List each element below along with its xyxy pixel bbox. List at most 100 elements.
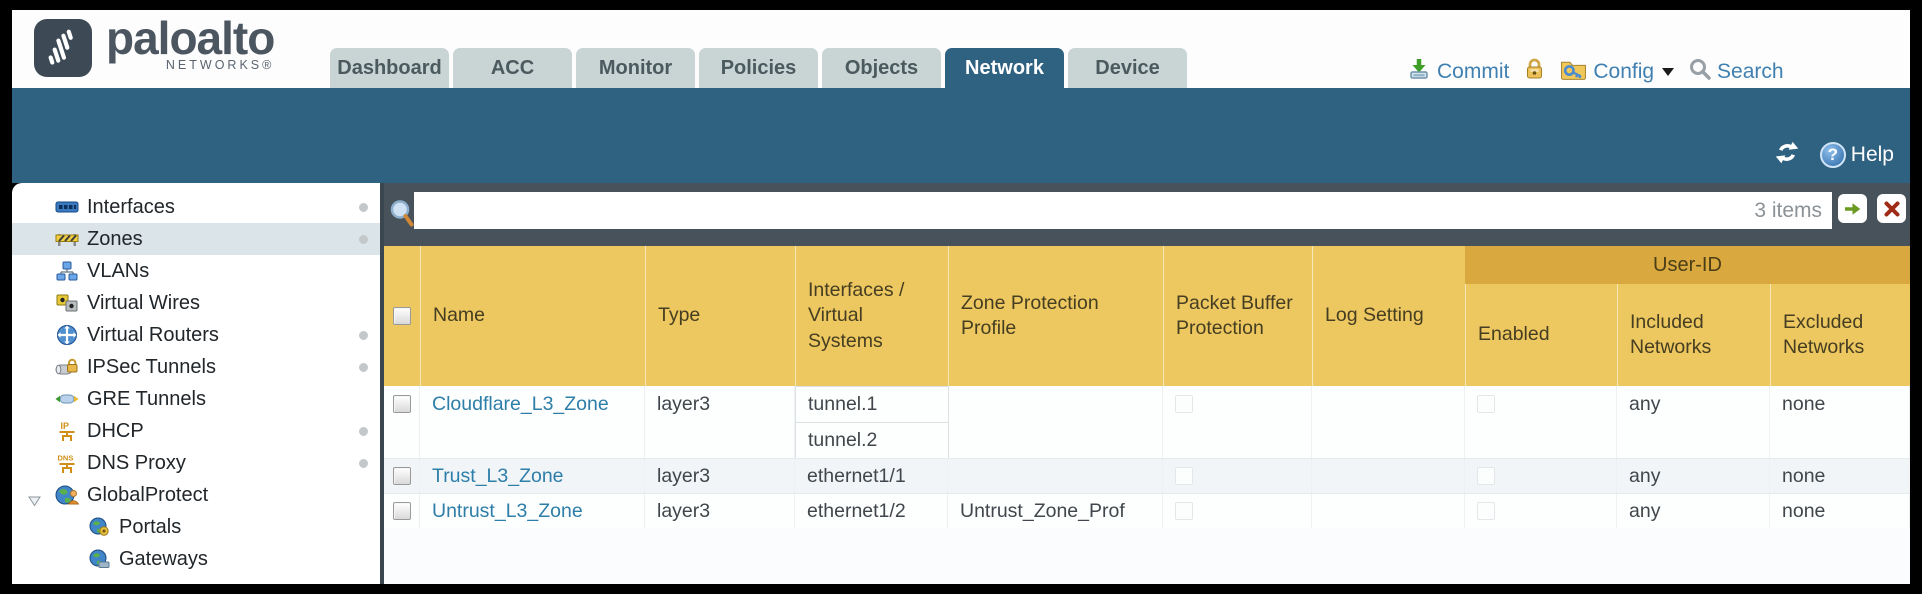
lock-icon[interactable]	[1524, 57, 1545, 87]
user-id-enabled-cell	[1465, 459, 1617, 493]
sidebar-item-vlans[interactable]: VLANs	[12, 255, 380, 287]
clear-filter-button[interactable]	[1877, 194, 1906, 223]
sidebar-item-label: Virtual Routers	[87, 323, 219, 346]
sidebar-item-label: Gateways	[119, 547, 208, 570]
table-row[interactable]: Cloudflare_L3_Zone layer3 tunnel.1 tunne…	[384, 386, 1910, 459]
commit-icon	[1407, 57, 1431, 87]
column-header-packet-buffer-protection[interactable]: Packet Buffer Protection	[1163, 246, 1312, 386]
excluded-networks-cell: none	[1770, 494, 1910, 528]
excluded-networks-cell: none	[1770, 459, 1910, 493]
sidebar-item-dhcp[interactable]: IP DHCP	[12, 415, 380, 447]
tab-device[interactable]: Device	[1068, 48, 1187, 88]
help-label: Help	[1850, 143, 1894, 166]
sidebar-item-label: GlobalProtect	[87, 483, 209, 506]
refresh-icon[interactable]	[1772, 139, 1802, 171]
tab-network[interactable]: Network	[945, 48, 1064, 88]
paloalto-logo-icon	[34, 19, 92, 77]
sidebar-item-label: Interfaces	[87, 195, 175, 218]
zone-protection-profile-cell	[948, 386, 1163, 458]
user-id-enabled-checkbox[interactable]	[1477, 395, 1495, 413]
tab-dashboard[interactable]: Dashboard	[330, 48, 449, 88]
packet-buffer-protection-cell	[1163, 494, 1312, 528]
brand-subtitle: NETWORKS®	[165, 58, 275, 73]
gateways-icon	[86, 549, 112, 569]
brand-name: paloalto	[106, 12, 275, 64]
column-header-included-networks[interactable]: Included Networks	[1617, 284, 1770, 386]
user-id-enabled-checkbox[interactable]	[1477, 502, 1495, 520]
packet-buffer-checkbox[interactable]	[1175, 395, 1193, 413]
sidebar-item-label: Portals	[119, 515, 182, 538]
zone-name-link[interactable]: Trust_L3_Zone	[432, 464, 564, 487]
table-row[interactable]: Untrust_L3_Zone layer3 ethernet1/2 Untru…	[384, 493, 1910, 528]
interfaces-icon	[54, 197, 80, 217]
globalprotect-icon	[54, 484, 80, 506]
log-setting-cell	[1312, 494, 1465, 528]
main-nav-tabs: Dashboard ACC Monitor Policies Objects N…	[330, 48, 1187, 88]
included-networks-cell: any	[1617, 494, 1770, 528]
interface-cell: tunnel.1	[795, 386, 949, 423]
tab-objects[interactable]: Objects	[822, 48, 941, 88]
packet-buffer-checkbox[interactable]	[1175, 467, 1193, 485]
help-button[interactable]: ? Help	[1819, 142, 1894, 168]
virtual-routers-icon	[54, 324, 80, 346]
portals-icon	[86, 517, 112, 537]
tab-monitor[interactable]: Monitor	[576, 48, 695, 88]
filter-input[interactable]	[414, 192, 1832, 229]
interface-cell: ethernet1/2	[795, 494, 948, 528]
dns-proxy-icon: DNS	[54, 452, 80, 474]
zones-content: 3 items User-ID Name Type Interfaces / V…	[384, 183, 1910, 584]
svg-text:DNS: DNS	[58, 454, 74, 463]
sidebar-item-virtual-routers[interactable]: Virtual Routers	[12, 319, 380, 351]
sidebar-item-globalprotect[interactable]: GlobalProtect	[12, 479, 380, 511]
zone-protection-profile-cell: Untrust_Zone_Prof	[948, 494, 1163, 528]
row-checkbox[interactable]	[392, 467, 411, 485]
sidebar-item-virtual-wires[interactable]: Virtual Wires	[12, 287, 380, 319]
zone-protection-profile-cell	[948, 459, 1163, 493]
header-utilities: Commit Config	[1407, 54, 1784, 90]
column-header-log-setting[interactable]: Log Setting	[1312, 246, 1465, 386]
zone-name-link[interactable]: Cloudflare_L3_Zone	[432, 393, 609, 415]
dhcp-icon: IP	[54, 420, 80, 442]
apply-filter-button[interactable]	[1838, 194, 1867, 223]
column-header-name[interactable]: Name	[420, 246, 645, 386]
search-label: Search	[1717, 60, 1784, 83]
zone-name-cell: Untrust_L3_Zone	[420, 494, 645, 528]
select-all-checkbox[interactable]	[393, 307, 411, 325]
log-setting-cell	[1312, 386, 1465, 458]
column-header-enabled[interactable]: Enabled	[1465, 284, 1617, 386]
tab-acc[interactable]: ACC	[453, 48, 572, 88]
global-search-button[interactable]: Search	[1689, 58, 1784, 86]
table-body: Cloudflare_L3_Zone layer3 tunnel.1 tunne…	[384, 386, 1910, 584]
column-header-zone-protection-profile[interactable]: Zone Protection Profile	[948, 246, 1163, 386]
sidebar-item-gre-tunnels[interactable]: GRE Tunnels	[12, 383, 380, 415]
zones-icon	[54, 229, 80, 249]
sub-header-band: ? Help	[12, 88, 1910, 183]
row-checkbox[interactable]	[392, 395, 411, 413]
commit-button[interactable]: Commit	[1407, 57, 1509, 87]
tab-policies[interactable]: Policies	[699, 48, 818, 88]
log-setting-cell	[1312, 459, 1465, 493]
column-header-type[interactable]: Type	[645, 246, 795, 386]
user-id-enabled-checkbox[interactable]	[1477, 467, 1495, 485]
expander-icon[interactable]	[28, 490, 41, 513]
sidebar-item-zones[interactable]: Zones	[12, 223, 380, 255]
packet-buffer-checkbox[interactable]	[1175, 502, 1193, 520]
sidebar-item-dns-proxy[interactable]: DNS DNS Proxy	[12, 447, 380, 479]
table-row[interactable]: Trust_L3_Zone layer3 ethernet1/1 any non…	[384, 458, 1910, 493]
config-menu-button[interactable]: Config	[1560, 58, 1675, 87]
interface-cell: ethernet1/1	[795, 459, 948, 493]
sidebar-item-ipsec-tunnels[interactable]: IPSec Tunnels	[12, 351, 380, 383]
user-id-enabled-cell	[1465, 386, 1617, 458]
row-checkbox[interactable]	[392, 502, 411, 520]
row-checkbox-cell	[384, 459, 420, 493]
sidebar-item-interfaces[interactable]: Interfaces	[12, 191, 380, 223]
zone-name-link[interactable]: Untrust_L3_Zone	[432, 499, 583, 522]
column-header-excluded-networks[interactable]: Excluded Networks	[1770, 284, 1910, 386]
table-header: User-ID Name Type Interfaces / Virtual S…	[384, 246, 1910, 386]
column-header-interfaces[interactable]: Interfaces / Virtual Systems	[795, 246, 948, 386]
sidebar-item-gateways[interactable]: Gateways	[12, 543, 380, 575]
sidebar-item-portals[interactable]: Portals	[12, 511, 380, 543]
filter-bar: 3 items	[384, 183, 1910, 246]
sidebar-item-label: Virtual Wires	[87, 291, 200, 314]
row-checkbox-cell	[384, 386, 420, 458]
